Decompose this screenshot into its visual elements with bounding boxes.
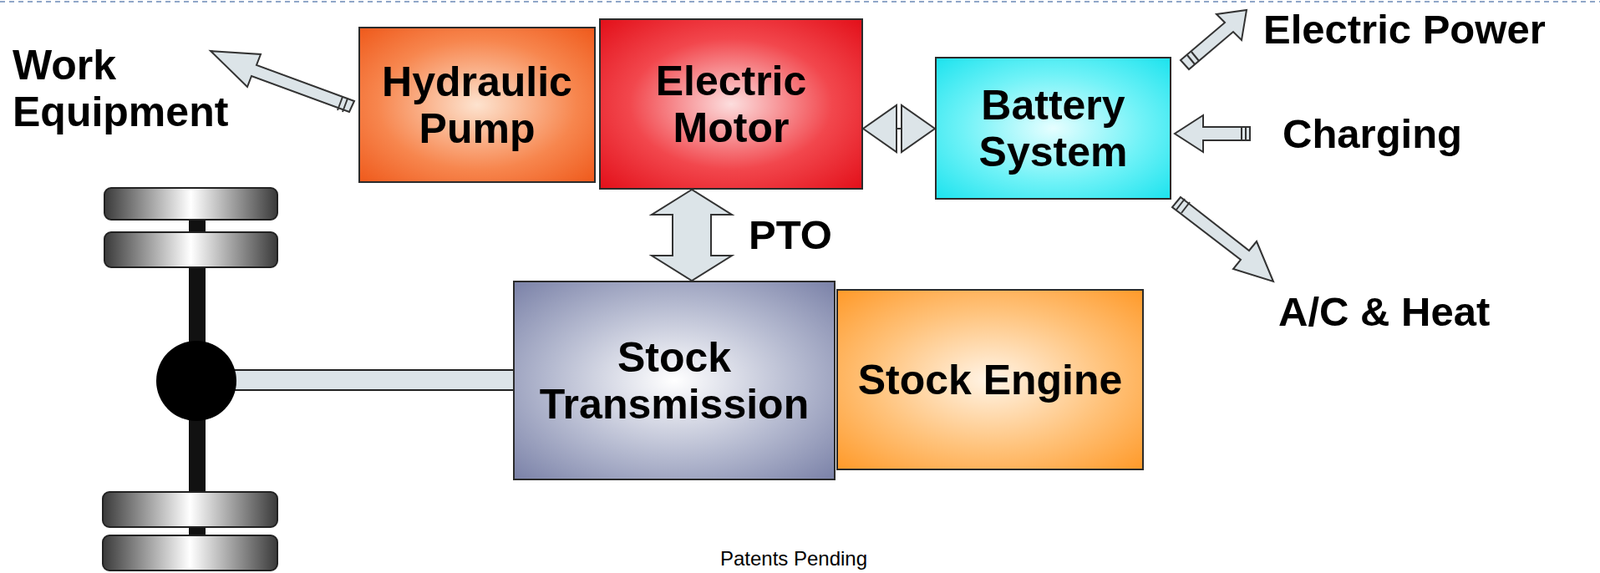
notice-text: Patents Pending xyxy=(668,548,920,571)
box-text: Hydraulic Pump xyxy=(368,58,586,153)
motor-box: Electric Motor xyxy=(599,18,864,190)
box-text: Stock Engine xyxy=(858,356,1123,404)
connector-label: PTO xyxy=(748,212,833,259)
box-text: Battery System xyxy=(944,81,1162,176)
block-arrows xyxy=(210,10,1274,282)
power-connector xyxy=(651,189,732,281)
arrow-work xyxy=(210,50,355,112)
arrow-power xyxy=(1180,10,1247,70)
output-label: Electric Power xyxy=(1263,6,1594,53)
box-text: Stock Transmission xyxy=(523,334,826,428)
axle-drawing xyxy=(102,187,515,571)
battery-box: Battery System xyxy=(934,56,1172,200)
power-connector xyxy=(863,105,935,153)
input-label: Charging xyxy=(1282,111,1584,158)
arrow-ac xyxy=(1172,197,1274,282)
transmission-box: Stock Transmission xyxy=(513,280,836,481)
arrow-charging xyxy=(1174,115,1250,153)
engine-box: Stock Engine xyxy=(836,289,1144,471)
output-label: Work Equipment xyxy=(12,41,264,136)
pump-box: Hydraulic Pump xyxy=(358,26,596,183)
top-rule xyxy=(0,0,1600,3)
output-label: A/C & Heat xyxy=(1278,289,1588,336)
box-text: Electric Motor xyxy=(609,57,854,152)
